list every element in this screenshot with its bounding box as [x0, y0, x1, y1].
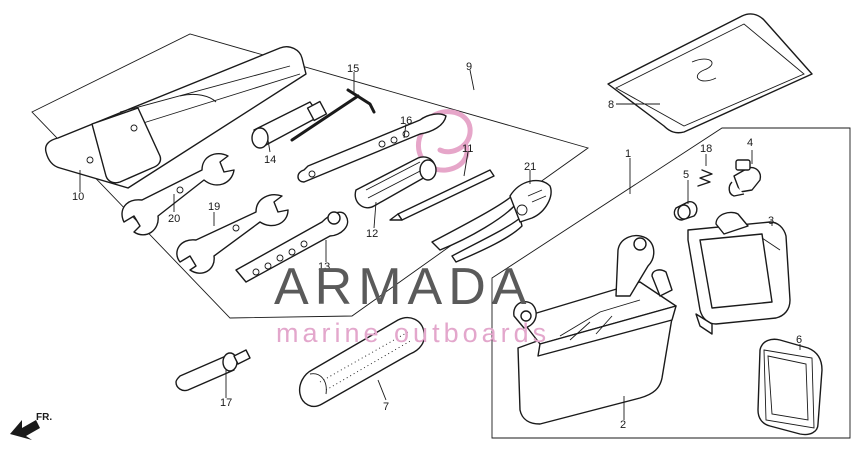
callout-labels: 1 2 3 4 5 6 7 8 9 10 11 12 13 14 15 16 1… [72, 61, 802, 431]
armada-logo-icon [415, 109, 473, 173]
gasket [757, 338, 823, 436]
callout-14: 14 [264, 154, 276, 166]
latch [728, 159, 762, 197]
callout-8: 8 [608, 99, 614, 111]
callout-16: 16 [400, 115, 412, 127]
callout-20: 20 [168, 213, 180, 225]
wrench-19 [176, 194, 289, 274]
socket-wrench-14 [251, 100, 328, 149]
tool-bag [44, 46, 307, 189]
callout-7: 7 [383, 401, 389, 413]
callout-21: 21 [524, 161, 536, 173]
tool-box-boundary [491, 127, 851, 439]
owners-manual [607, 13, 813, 134]
screwdriver-12 [354, 156, 437, 209]
handle-bar-17 [175, 349, 251, 392]
sleeve-7 [298, 316, 426, 408]
callout-12: 12 [366, 228, 378, 240]
callout-10: 10 [72, 191, 84, 203]
tool-box [513, 234, 677, 425]
callout-4: 4 [747, 137, 753, 149]
callout-13: 13 [318, 261, 330, 273]
hook-spanner-16 [297, 113, 447, 183]
callout-1: 1 [625, 148, 631, 160]
tool-box-lid [687, 211, 791, 335]
callout-17: 17 [220, 397, 232, 409]
callout-2: 2 [620, 419, 626, 431]
watermark-subtitle: marine outboards [276, 318, 550, 348]
hex-key-15 [290, 88, 376, 142]
spanner-13 [235, 211, 349, 283]
front-direction-marker: FR. [10, 412, 52, 440]
watermark-title: ARMADA [274, 258, 532, 316]
leader-lines [79, 69, 801, 420]
grommet [673, 201, 698, 221]
front-direction-label: FR. [36, 412, 52, 423]
callout-11: 11 [462, 143, 473, 155]
callout-18: 18 [700, 143, 712, 155]
screwdriver-bit-11 [389, 169, 495, 221]
spring [697, 169, 713, 187]
callout-9: 9 [466, 61, 472, 73]
callout-19: 19 [208, 201, 220, 213]
callout-3: 3 [768, 215, 774, 227]
pliers-21 [431, 179, 552, 263]
callout-5: 5 [683, 169, 689, 181]
wrench-20 [121, 152, 235, 236]
callout-15: 15 [347, 63, 359, 75]
callout-6: 6 [796, 334, 802, 346]
